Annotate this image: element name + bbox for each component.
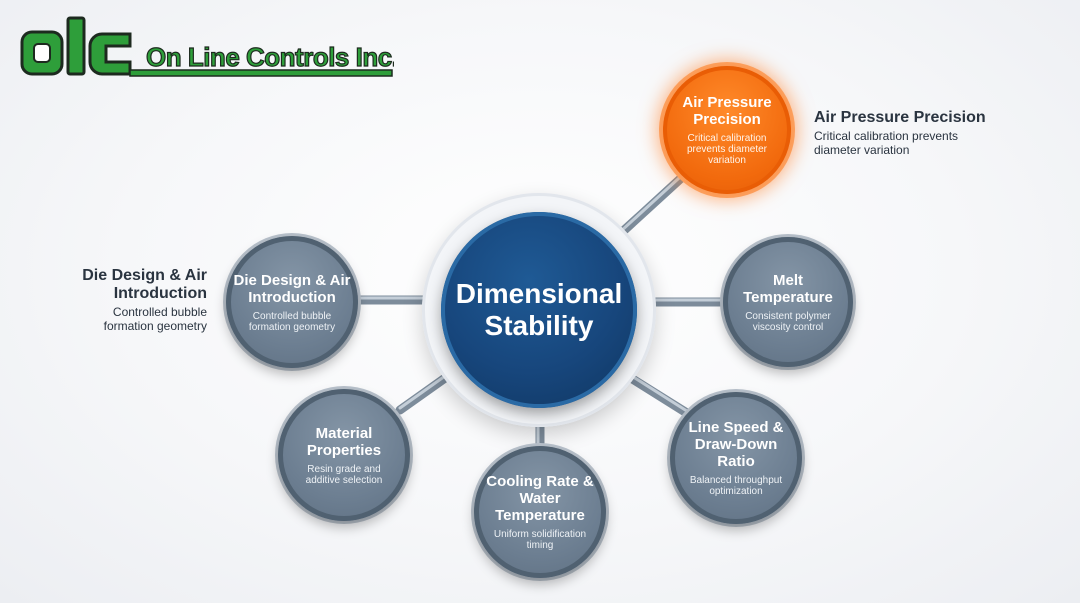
node-die-design-desc: Controlled bubble formation geometry [248, 310, 336, 333]
node-melt-temperature-title: Melt Temperature [743, 271, 833, 306]
node-cooling-rate-title: Cooling Rate & Water Temperature [486, 473, 594, 524]
olc-monogram [20, 16, 132, 76]
node-die-design-title: Die Design & Air Introduction [233, 271, 351, 306]
callout-die-design-desc: Controlled bubble formation geometry [103, 305, 207, 333]
node-air-pressure[interactable]: Air Pressure Precision Critical calibrat… [663, 66, 791, 194]
olc-logo: On Line Controls Inc. [20, 16, 394, 77]
node-melt-temperature[interactable]: Melt Temperature Consistent polymer visc… [723, 237, 853, 367]
node-material-properties-title: Material Properties [306, 424, 382, 459]
center-hub-label: Dimensional Stability [455, 278, 623, 341]
node-line-speed-desc: Balanced throughput optimization [689, 475, 783, 497]
node-melt-temperature-desc: Consistent polymer viscosity control [745, 310, 831, 333]
node-die-design[interactable]: Die Design & Air Introduction Controlled… [226, 236, 358, 368]
node-material-properties[interactable]: Material Properties Resin grade and addi… [278, 389, 410, 521]
company-name: On Line Controls Inc. [146, 42, 394, 72]
callout-air-pressure-title: Air Pressure Precision [814, 109, 986, 126]
node-line-speed-title: Line Speed & Draw-Down Ratio [688, 419, 784, 470]
callout-die-design-title: Die Design & Air Introduction [82, 267, 207, 302]
node-air-pressure-desc: Critical calibration prevents diameter v… [686, 133, 768, 166]
node-cooling-rate-desc: Uniform solidification timing [493, 529, 587, 551]
callout-air-pressure: Air Pressure Precision Critical calibrat… [814, 109, 1004, 157]
node-material-properties-desc: Resin grade and additive selection [305, 463, 383, 486]
center-hub: Dimensional Stability [441, 212, 637, 408]
callout-air-pressure-desc: Critical calibration prevents diameter v… [814, 129, 959, 157]
node-cooling-rate[interactable]: Cooling Rate & Water Temperature Uniform… [474, 446, 606, 578]
node-air-pressure-title: Air Pressure Precision [682, 94, 772, 128]
node-line-speed[interactable]: Line Speed & Draw-Down Ratio Balanced th… [670, 392, 802, 524]
callout-die-design: Die Design & Air Introduction Controlled… [60, 267, 207, 333]
